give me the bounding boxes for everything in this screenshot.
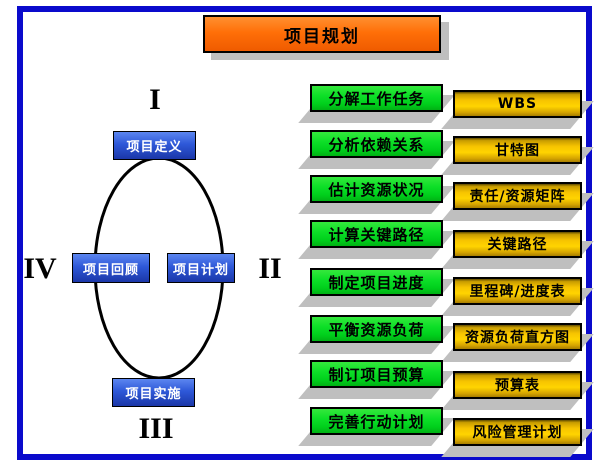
node-project-implementation: 项目实施 [112, 378, 195, 407]
numeral-1: I [149, 83, 161, 116]
task-box: 分析依赖关系 [310, 130, 443, 158]
output-box: 预算表 [453, 371, 582, 399]
output-box: 关键路径 [453, 230, 582, 258]
task-box: 制定项目进度 [310, 268, 443, 296]
numeral-2: II [258, 252, 282, 285]
node-project-definition: 项目定义 [113, 131, 196, 160]
task-box: 估计资源状况 [310, 175, 443, 203]
task-box: 平衡资源负荷 [310, 315, 443, 343]
task-box: 完善行动计划 [310, 407, 443, 435]
output-box: 责任/资源矩阵 [453, 182, 582, 210]
numeral-4: IV [23, 252, 57, 285]
task-box: 制订项目预算 [310, 360, 443, 388]
output-box: 甘特图 [453, 136, 582, 164]
task-box: 计算关键路径 [310, 220, 443, 248]
output-box: 里程碑/进度表 [453, 277, 582, 305]
node-project-plan: 项目计划 [167, 253, 235, 283]
task-box: 分解工作任务 [310, 84, 443, 112]
node-project-review: 项目回顾 [72, 253, 150, 283]
output-box: 风险管理计划 [453, 418, 582, 446]
numeral-3: III [138, 412, 174, 445]
output-box: WBS [453, 90, 582, 118]
page-title: 项目规划 [203, 15, 441, 53]
output-box: 资源负荷直方图 [453, 323, 582, 351]
